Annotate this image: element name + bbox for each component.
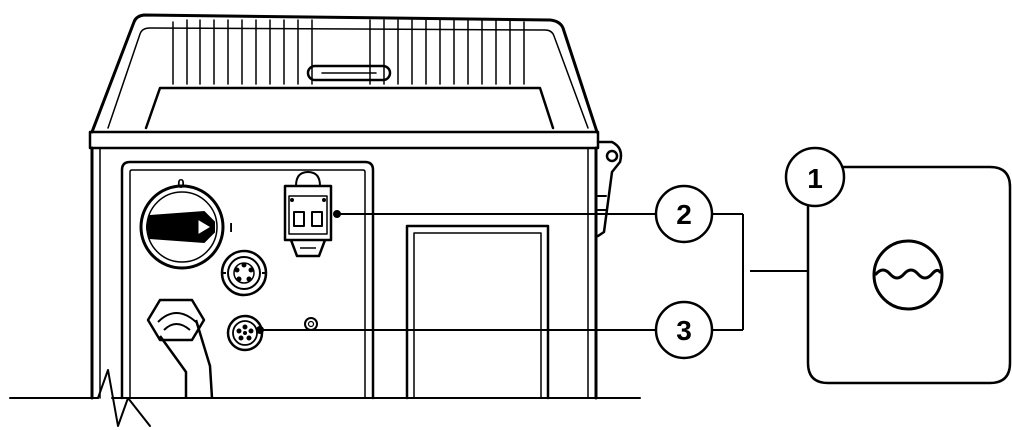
machine-housing bbox=[9, 13, 641, 427]
callout-3-label: 3 bbox=[676, 315, 692, 346]
callout-1: 1 bbox=[784, 146, 846, 208]
callout-3: 3 bbox=[654, 300, 714, 360]
leader-lines bbox=[256, 210, 808, 334]
callout-2-label: 2 bbox=[676, 199, 692, 230]
bottom-round-connector[interactable] bbox=[226, 314, 264, 352]
panel-screw bbox=[304, 317, 318, 331]
coolant-unit bbox=[806, 165, 1012, 385]
middle-round-connector[interactable] bbox=[220, 249, 268, 297]
main-switch[interactable] bbox=[139, 184, 225, 270]
switch-off-mark: 0 bbox=[177, 176, 184, 191]
switch-on-mark: I bbox=[229, 220, 233, 235]
callout-1-label: 1 bbox=[807, 163, 823, 194]
rotary-switch-icon bbox=[146, 210, 215, 244]
cable-gland bbox=[146, 298, 214, 399]
callout-2: 2 bbox=[654, 184, 714, 244]
hose-connector-icon[interactable] bbox=[283, 171, 333, 258]
water-wave-icon bbox=[872, 239, 944, 311]
